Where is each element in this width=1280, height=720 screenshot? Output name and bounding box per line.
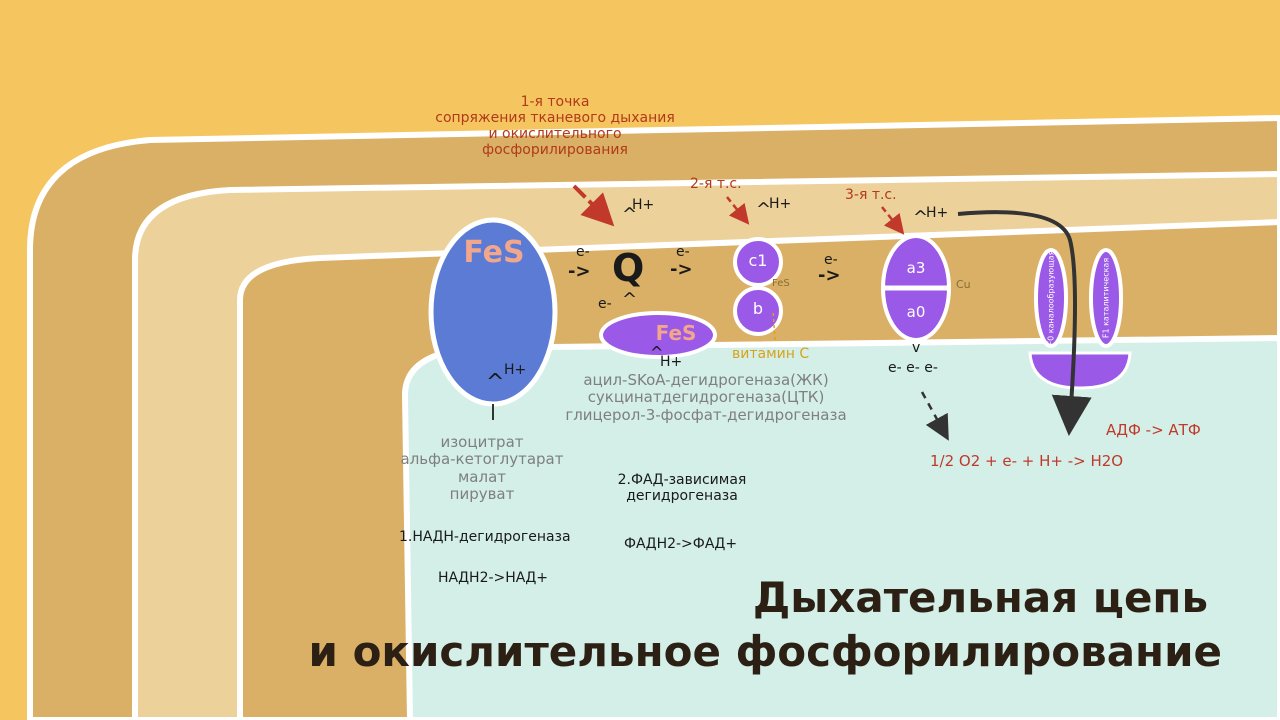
cox-electrons-below: e- e- e- — [888, 360, 938, 376]
enzyme1-reaction: НАДН2->НАД+ — [438, 570, 549, 586]
a3-label: a3 — [906, 259, 926, 277]
q-label: Q — [612, 246, 645, 290]
q-lower-arrow: ^ — [622, 289, 638, 310]
substrates-fad: ацил-SKoA-дегидрогеназа(ЖК) сукцинатдеги… — [565, 371, 847, 424]
substrate-malate: малат — [457, 467, 507, 486]
coupling-point-2: 2-я т.с. — [690, 176, 742, 192]
f1-label: F1 каталитическая — [1101, 257, 1111, 339]
c1-circle — [733, 237, 783, 287]
substrate-acyl-coa: ацил-SKoA-дегидрогеназа(ЖК) — [583, 371, 829, 389]
cp1-line3: и окислительного — [488, 126, 622, 143]
enzyme2-label: 2.ФАД-зависимая дегидрогеназа — [618, 472, 747, 504]
b-circle — [733, 286, 783, 336]
substrates-nad: изоцитрат альфа-кетоглутарат малат пирув… — [400, 433, 564, 503]
cox-proton-arrow: ^ — [913, 207, 929, 228]
q-electron-in: e- — [576, 244, 590, 260]
complex1-arrow: ^ — [486, 370, 505, 395]
f1-ellipse — [1089, 248, 1123, 348]
cyt-arrow-in: -> — [670, 259, 693, 280]
cox-lower-arrow: v — [912, 340, 921, 356]
proton-flow-arrow — [957, 210, 1092, 436]
substrate-akg: альфа-кетоглутарат — [400, 450, 564, 469]
title-line2: и окислительное фосфорилирование — [308, 627, 1222, 676]
cyt-proton-arrow: ^ — [756, 199, 772, 220]
cyt-proton: H+ — [769, 196, 792, 212]
cp1-line4: фосфорилирования — [482, 142, 628, 159]
enzyme2-line2: дегидрогеназа — [626, 488, 738, 505]
atp-synthase-head — [1028, 351, 1132, 390]
vitamin-c-label: витамин С — [732, 346, 810, 362]
coupling-point-1: 1-я точка сопряжения тканевого дыхания и… — [435, 94, 675, 158]
substrate-isocitrate: изоцитрат — [440, 433, 524, 451]
substrate-pyruvate: пируват — [449, 484, 515, 503]
fes2-ellipse — [599, 311, 717, 359]
cox-electron: e- — [824, 252, 838, 268]
cox-arrow-in: -> — [818, 265, 841, 286]
substrate-succinate: сукцинатдегидрогеназа(ЦТК) — [587, 388, 825, 407]
q-proton-arrow: ^ — [622, 204, 638, 225]
fes2-proton-arrow: ^ — [650, 343, 664, 362]
q-electron-lower: e- — [598, 296, 612, 312]
b-label: b — [752, 299, 764, 318]
complex1-proton: H+ — [504, 362, 527, 378]
substrate-glycerol: глицерол-3-фосфат-дегидрогеназа — [565, 405, 847, 424]
coupling-point-3: 3-я т.с. — [845, 187, 897, 203]
q-arrow-in: -> — [568, 261, 591, 282]
cu-label: Cu — [956, 278, 971, 291]
q-proton: H+ — [632, 197, 655, 213]
cp1-line1: 1-я точка — [520, 94, 590, 110]
cp1-line2: сопряжения тканевого дыхания — [435, 110, 675, 127]
enzyme1-label: 1.НАДН-дегидрогеназа — [399, 529, 571, 545]
atp-reaction: АДФ -> АТФ — [1106, 421, 1201, 439]
cox-proton: H+ — [926, 205, 949, 221]
f0-ellipse — [1034, 248, 1068, 348]
fes2-label: FeS — [655, 321, 697, 345]
a0-label: a0 — [906, 303, 926, 321]
complex1-fes-label: FeS — [463, 235, 525, 270]
enzyme2-line1: 2.ФАД-зависимая — [617, 472, 747, 488]
enzyme2-reaction: ФАДН2->ФАД+ — [624, 536, 738, 552]
water-reaction: 1/2 O2 + e- + H+ -> H2O — [930, 452, 1124, 470]
f0-label: F0 каналообразующая — [1046, 250, 1056, 346]
fes2-proton: H+ — [660, 354, 683, 370]
cyt-electron: e- — [676, 244, 690, 260]
title-line1: Дыхательная цепь — [752, 573, 1208, 622]
fes-small-label: FeS — [772, 278, 790, 289]
c1-label: c1 — [748, 251, 768, 270]
